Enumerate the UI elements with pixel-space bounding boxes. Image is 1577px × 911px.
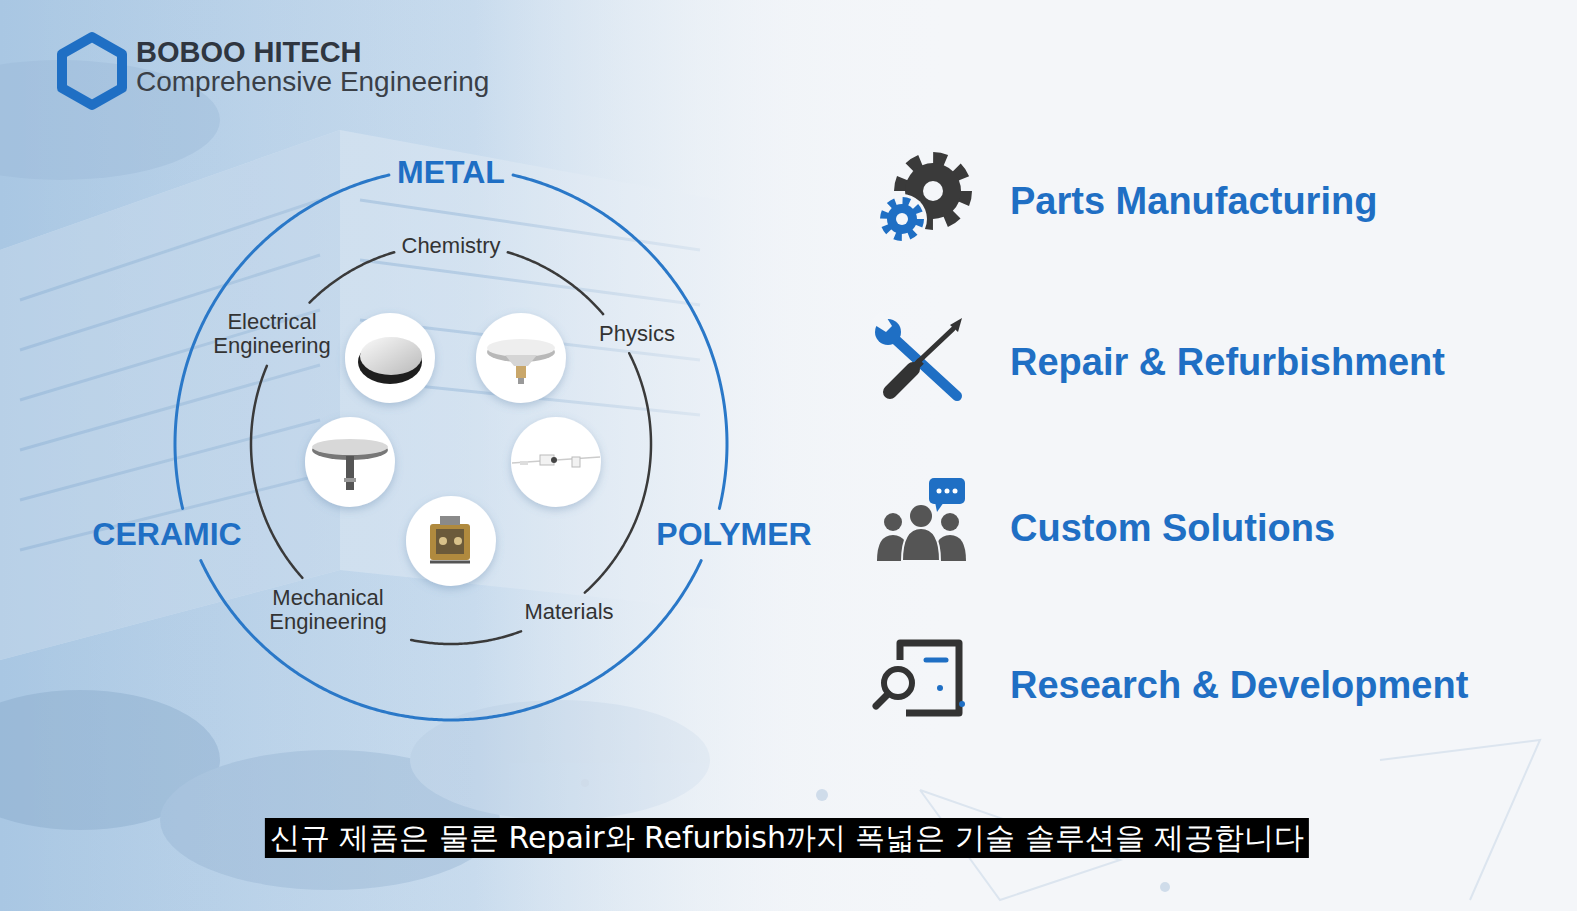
service-name: Parts Manufacturing bbox=[1010, 180, 1377, 223]
people-icon bbox=[877, 478, 966, 561]
product-assembly bbox=[406, 496, 496, 586]
discipline-label: Chemistry bbox=[401, 234, 500, 258]
service-name: Repair & Refurbishment bbox=[1010, 341, 1445, 384]
ring-arc bbox=[411, 631, 521, 644]
material-label: POLYMER bbox=[656, 516, 811, 553]
company-name: BOBOO HITECH bbox=[136, 36, 362, 69]
material-ring: METALCERAMICPOLYMERChemistryPhysicsMater… bbox=[173, 166, 729, 722]
product-heater bbox=[476, 313, 566, 403]
subtitle-caption: 신규 제품은 물론 Repair와 Refurbish까지 폭넓은 기술 솔루션… bbox=[265, 818, 1309, 858]
logo-hexagon bbox=[62, 37, 122, 105]
ring-arc bbox=[175, 175, 389, 508]
ring-arc bbox=[513, 175, 727, 508]
material-label: METAL bbox=[397, 154, 505, 191]
discipline-label: Materials bbox=[524, 600, 613, 624]
discipline-label: Mechanical Engineering bbox=[253, 586, 403, 634]
product-pedestal bbox=[305, 417, 395, 507]
discipline-ring: ChemistryPhysicsMaterialsMechanical Engi… bbox=[249, 242, 653, 646]
discipline-label: Physics bbox=[599, 322, 675, 346]
ring-arc bbox=[251, 366, 302, 578]
product-disk bbox=[345, 313, 435, 403]
ring-arc bbox=[310, 252, 395, 302]
subtitle: Comprehensive Engineering bbox=[136, 66, 489, 98]
gears-icon bbox=[877, 158, 966, 244]
service-name: Custom Solutions bbox=[1010, 507, 1335, 550]
product-parts bbox=[511, 417, 601, 507]
service-name: Research & Development bbox=[1010, 664, 1468, 707]
discipline-label: Electrical Engineering bbox=[197, 310, 347, 358]
research-icon bbox=[876, 643, 965, 713]
ring-arc bbox=[201, 561, 701, 720]
ring-arc bbox=[508, 252, 603, 314]
ring-arc bbox=[585, 353, 651, 592]
material-label: CERAMIC bbox=[92, 516, 241, 553]
tools-icon bbox=[870, 310, 962, 396]
